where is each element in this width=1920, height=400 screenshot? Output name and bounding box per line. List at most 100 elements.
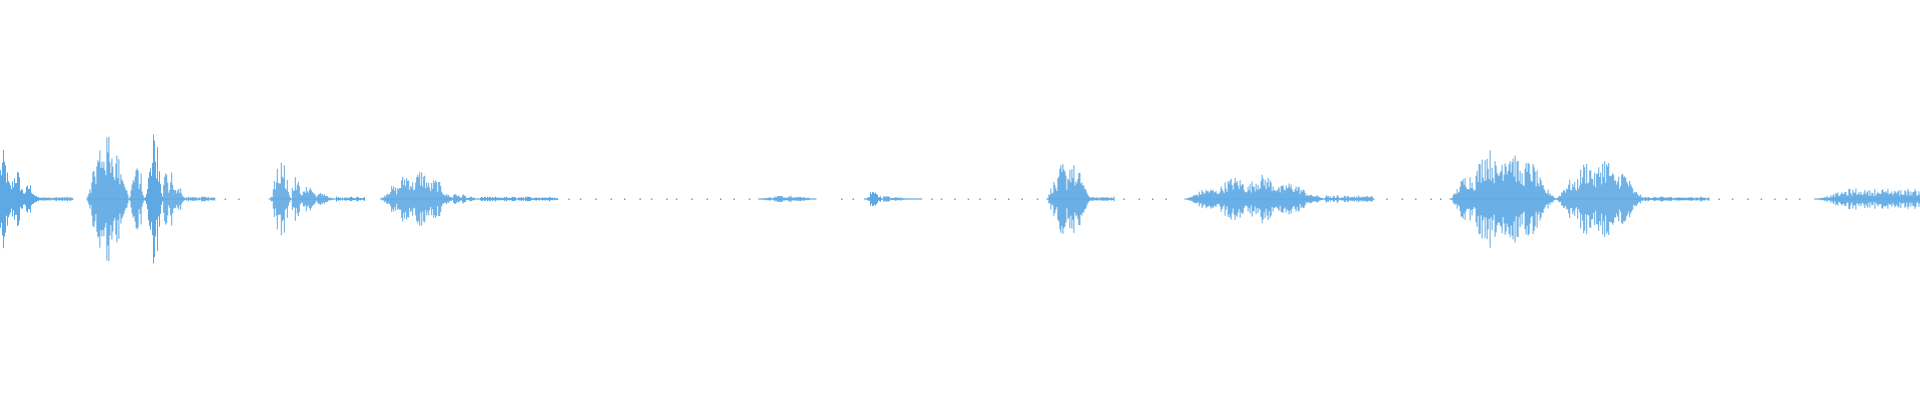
waveform-bar <box>39 197 40 201</box>
waveform-bar <box>1630 184 1632 214</box>
waveform-dot <box>1760 198 1763 200</box>
waveform-bar <box>453 195 455 203</box>
waveform-bar <box>1309 195 1311 203</box>
waveform-bar <box>882 198 883 200</box>
waveform-bar <box>1569 180 1571 218</box>
waveform-bar <box>472 197 474 201</box>
waveform-bar <box>1825 197 1827 201</box>
waveform-bar <box>471 196 473 202</box>
waveform-bar <box>1091 197 1093 201</box>
waveform-dot <box>852 198 854 200</box>
waveform-bar <box>297 181 299 217</box>
waveform-dot <box>675 198 678 200</box>
waveform-bar <box>1867 190 1869 208</box>
waveform-bar <box>1648 197 1650 201</box>
waveform-bar <box>166 175 168 224</box>
waveform-bar <box>1694 198 1696 200</box>
waveform-bar <box>466 198 468 200</box>
waveform-bar <box>452 198 454 200</box>
waveform-bar <box>414 189 416 209</box>
waveform-bar <box>1475 175 1477 223</box>
waveform-bar <box>388 194 390 204</box>
waveform-bar <box>1619 188 1621 210</box>
waveform-bar <box>1914 189 1916 209</box>
waveform-bar <box>1670 196 1672 202</box>
waveform-bar <box>461 197 463 201</box>
waveform-bar <box>892 197 894 201</box>
waveform-bar <box>1539 177 1541 221</box>
waveform-bar <box>487 196 488 202</box>
waveform-bar <box>310 190 312 208</box>
waveform-bar <box>1633 193 1635 205</box>
waveform-bar <box>1231 185 1233 213</box>
waveform-bar <box>206 197 208 201</box>
waveform-bar <box>1563 190 1565 208</box>
waveform-bar <box>274 189 276 209</box>
waveform-bar <box>798 196 800 202</box>
waveform-bar <box>1695 197 1697 201</box>
waveform-bar <box>1193 195 1195 203</box>
waveform-bar <box>1357 195 1359 203</box>
waveform-bar <box>165 173 167 225</box>
waveform-bar <box>1608 163 1610 235</box>
waveform-bar <box>1688 197 1690 201</box>
waveform-bar <box>64 197 66 201</box>
waveform-bar <box>786 197 788 201</box>
waveform-bar <box>1507 170 1509 227</box>
waveform-bar <box>134 176 136 222</box>
waveform-bar <box>152 163 153 236</box>
waveform-bar <box>1461 181 1463 217</box>
waveform-bar <box>1912 192 1914 206</box>
waveform-bar <box>1565 192 1567 206</box>
waveform-bar <box>1690 197 1692 201</box>
waveform-bar <box>1327 196 1329 202</box>
waveform-bar <box>1219 191 1221 207</box>
waveform-bar <box>1463 184 1465 214</box>
waveform-bar <box>161 193 162 205</box>
waveform-bar <box>1074 185 1076 213</box>
waveform-bar <box>94 176 96 222</box>
waveform-bar <box>1704 197 1706 201</box>
waveform-bar <box>277 183 279 215</box>
waveform-bar <box>1370 196 1372 202</box>
waveform-bar <box>157 147 158 251</box>
waveform-bar <box>902 198 904 200</box>
waveform-bar <box>1273 190 1275 208</box>
waveform-bar <box>1048 194 1050 204</box>
waveform-bar <box>1481 159 1483 239</box>
waveform-bar <box>1086 192 1088 206</box>
waveform-bar <box>1466 189 1468 209</box>
waveform-bar <box>1324 197 1326 201</box>
waveform-bar <box>1833 194 1835 204</box>
waveform-bar <box>540 198 541 200</box>
waveform-bar <box>1667 197 1669 201</box>
waveform-bar <box>1701 197 1703 201</box>
waveform-bar <box>210 198 212 200</box>
waveform-bar <box>1598 167 1600 231</box>
waveform-bar <box>63 198 65 200</box>
waveform-bar <box>287 192 289 206</box>
waveform-bar <box>812 198 814 200</box>
waveform-bar <box>814 198 816 200</box>
waveform-bar <box>813 198 815 200</box>
waveform-bar <box>160 184 161 214</box>
waveform-bar <box>45 197 47 201</box>
waveform-bar <box>117 178 119 220</box>
waveform-bar <box>34 195 35 203</box>
waveform-bar <box>1298 186 1300 212</box>
waveform-bar <box>1095 197 1097 201</box>
waveform-bar <box>1864 189 1866 209</box>
waveform-bar <box>497 198 498 200</box>
waveform-bar <box>1451 198 1453 200</box>
waveform-bar <box>787 197 789 201</box>
waveform-bar <box>57 198 59 200</box>
waveform-bar <box>325 196 327 202</box>
waveform-bar <box>488 197 489 201</box>
waveform-bar <box>32 194 33 204</box>
waveform-bar <box>1680 197 1682 201</box>
waveform-bar <box>2 162 3 236</box>
waveform-bar <box>1352 197 1354 201</box>
waveform-bar <box>1189 197 1191 201</box>
